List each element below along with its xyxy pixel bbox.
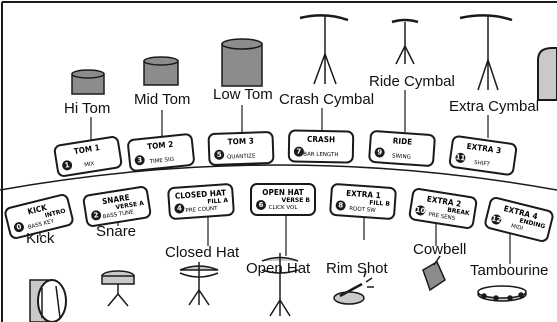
pad-tom-2[interactable]: 3 TOM 2 TIME SIG xyxy=(126,132,196,173)
pad-title: CRASH xyxy=(306,134,336,145)
mid-tom-drum-icon xyxy=(143,56,179,86)
pad-number-badge: 6 xyxy=(256,200,266,210)
tambourine-icon xyxy=(477,285,527,302)
pad-secondary-function: SWING xyxy=(391,153,412,161)
cowbell-icon xyxy=(422,255,446,292)
bass-drum-icon xyxy=(29,279,67,322)
pad-title: OPEN HAT xyxy=(262,188,304,197)
small-tom-drum-icon xyxy=(71,69,105,95)
open-hihat-icon xyxy=(261,253,299,317)
label-ride-cymbal: Ride Cymbal xyxy=(369,73,455,90)
pad-extra-1[interactable]: 8 EXTRA 1 FILL B ROOT SW xyxy=(328,182,398,221)
crash-cymbal-stand-icon xyxy=(299,14,349,85)
pad-open-hat[interactable]: 6 OPEN HAT VERSE B CLICK VOL xyxy=(250,183,316,216)
label-snare: Snare xyxy=(96,223,137,240)
pad-pattern-function: FILL B xyxy=(369,199,391,208)
label-open-hat: Open Hat xyxy=(246,260,311,277)
label-closed-hat: Closed Hat xyxy=(165,244,240,261)
pad-ride[interactable]: 9 RIDE SWING xyxy=(367,129,437,168)
rim-shot-icon xyxy=(333,270,374,305)
label-crash-cymbal: Crash Cymbal xyxy=(279,91,375,108)
label-extra-cymbal: Extra Cymbal xyxy=(449,98,540,115)
pad-secondary-function: BAR LENGTH xyxy=(303,151,339,159)
snare-drum-icon xyxy=(101,270,135,307)
label-cowbell: Cowbell xyxy=(413,241,467,258)
label-hi-tom: Hi Tom xyxy=(64,100,111,117)
pad-title: EXTRA 1 xyxy=(345,188,382,201)
label-low-tom: Low Tom xyxy=(213,86,273,103)
pad-secondary-function: SHIFT xyxy=(473,159,491,168)
extra-cymbal-stand-icon xyxy=(459,14,513,91)
pad-pattern-function: VERSE B xyxy=(281,197,310,204)
closed-hihat-icon xyxy=(179,262,219,306)
pad-title: TOM 1 xyxy=(73,143,101,157)
pad-secondary-function: QUANTIZE xyxy=(226,153,256,161)
side-panel xyxy=(537,47,557,101)
pad-title: TOM 3 xyxy=(227,136,254,147)
pad-closed-hat[interactable]: 4 CLOSED HAT FILL A PRE COUNT xyxy=(166,182,236,221)
pad-title: RIDE xyxy=(392,136,413,147)
ride-cymbal-stand-icon xyxy=(391,18,419,65)
label-mid-tom: Mid Tom xyxy=(134,91,191,108)
floor-tom-drum-icon xyxy=(221,38,263,87)
pad-crash[interactable]: 7 CRASH BAR LENGTH xyxy=(287,129,355,164)
pad-secondary-function: CLICK VOL xyxy=(268,205,298,211)
label-kick: Kick xyxy=(26,230,55,247)
pad-title: TOM 2 xyxy=(146,139,174,152)
label-tambourine: Tambourine xyxy=(470,262,549,279)
label-rim-shot: Rim Shot xyxy=(326,260,388,277)
pad-tom-3[interactable]: 5 TOM 3 QUANTIZE xyxy=(207,130,275,167)
